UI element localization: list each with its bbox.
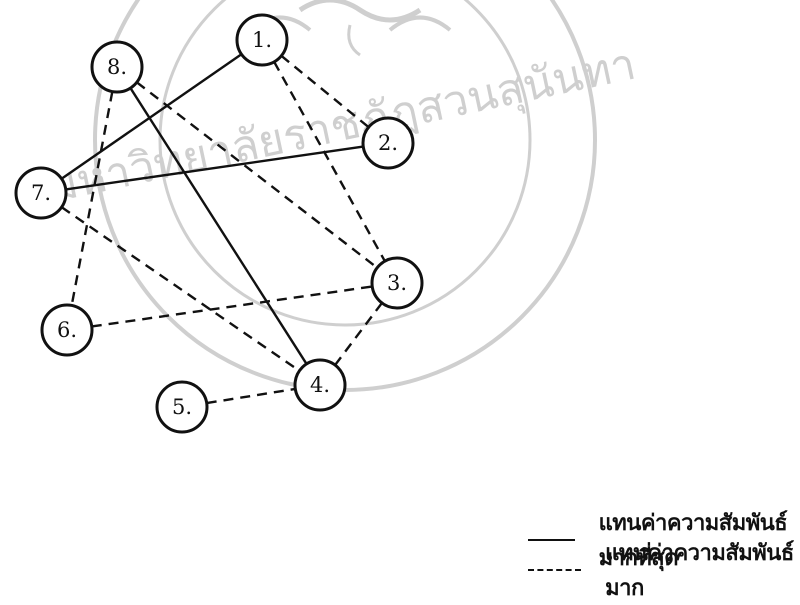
node-circle-1: [235, 13, 289, 67]
legend-dashed-row: แทนค่าความสัมพันธ์มาก: [528, 535, 800, 605]
node-label-5: 5.: [172, 395, 192, 419]
legend-dashed-label: แทนค่าความสัมพันธ์มาก: [605, 541, 794, 601]
node-circle-3: [370, 256, 424, 310]
edge-1-7-solid: [60, 53, 243, 180]
node-7: 7.: [14, 166, 68, 220]
edges: [60, 53, 386, 405]
legend-solid-row: แทนค่าความสัมพันธ์มากที่สุด: [528, 505, 800, 575]
node-label-2: 2.: [378, 131, 398, 155]
edge-7-4-dashed: [60, 206, 301, 372]
edge-8-4-solid: [129, 87, 308, 365]
node-circle-6: [40, 303, 94, 357]
legend-solid-label: แทนค่าความสัมพันธ์มากที่สุด: [598, 511, 788, 571]
edge-1-2-dashed: [280, 54, 370, 129]
relationship-diagram: มหาวิทยาลัยราชภัฏสวนสุนันทา 1.2.3.4.5.6.…: [14, 0, 640, 434]
node-circle-5: [155, 380, 209, 434]
edge-1-3-dashed: [273, 61, 386, 262]
node-circle-8: [90, 40, 144, 94]
node-6: 6.: [40, 303, 94, 357]
node-8: 8.: [90, 40, 144, 94]
node-label-1: 1.: [252, 28, 272, 52]
node-circle-4: [293, 358, 347, 412]
legend-dashed-line: [528, 569, 582, 571]
node-circle-2: [361, 116, 415, 170]
node-4: 4.: [293, 358, 347, 412]
node-label-7: 7.: [31, 181, 51, 205]
edge-7-2-solid: [65, 145, 364, 191]
node-5: 5.: [155, 380, 209, 434]
node-3: 3.: [370, 256, 424, 310]
edge-6-3-dashed: [91, 285, 373, 328]
node-label-4: 4.: [310, 373, 330, 397]
nodes: 1. 2. 3. 4. 5. 6. 7. 8.: [14, 13, 424, 434]
legend-solid-line: [528, 539, 575, 541]
node-circle-7: [14, 166, 68, 220]
edge-3-4-dashed: [334, 302, 383, 366]
edge-8-6-dashed: [70, 91, 114, 306]
node-label-3: 3.: [387, 271, 407, 295]
node-2: 2.: [361, 116, 415, 170]
node-1: 1.: [235, 13, 289, 67]
node-label-8: 8.: [107, 55, 127, 79]
edge-5-4-dashed: [206, 387, 296, 405]
node-label-6: 6.: [57, 318, 77, 342]
